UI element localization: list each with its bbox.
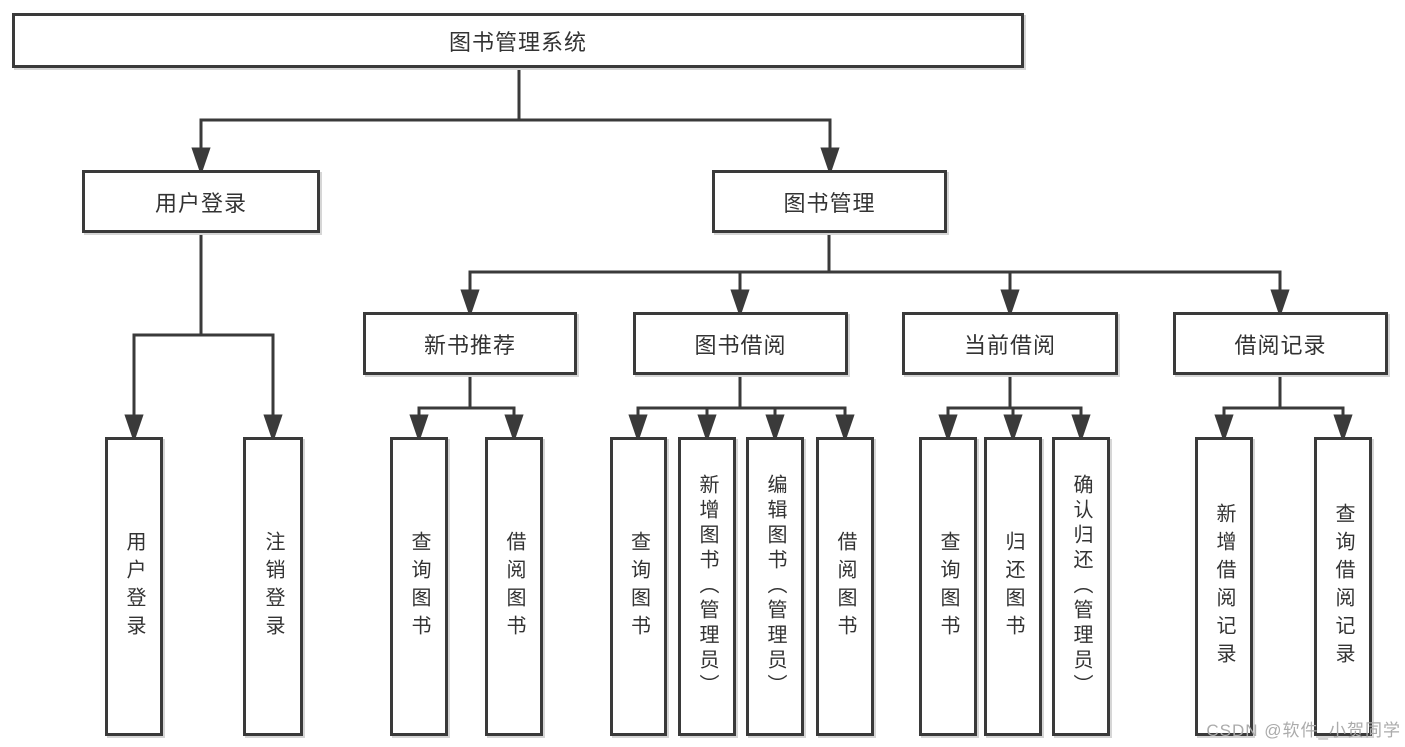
leaf-borrowing-query-books: 查询图书: [610, 437, 667, 736]
node-label: 用户登录: [123, 530, 145, 643]
node-library-management-system: 图书管理系统: [12, 13, 1024, 68]
node-borrowing-records: 借阅记录: [1173, 312, 1388, 375]
node-label: 图书管理: [783, 190, 876, 216]
leaf-records-query-borrow-record: 查询借阅记录: [1314, 437, 1372, 736]
node-label: 注销登录: [262, 530, 284, 643]
leaf-recommend-query-books: 查询图书: [390, 437, 448, 736]
node-label: 借阅图书: [503, 530, 525, 643]
leaf-current-query-books: 查询图书: [919, 437, 977, 736]
node-label: 归还图书: [1002, 530, 1024, 643]
node-user-login: 用户登录: [82, 170, 320, 233]
node-label: 当前借阅: [963, 332, 1056, 358]
node-label: 查询图书: [937, 530, 959, 643]
node-label: 图书借阅: [694, 332, 787, 358]
node-label: 借阅记录: [1234, 332, 1327, 358]
leaf-borrowing-borrow-books: 借阅图书: [816, 437, 874, 736]
leaf-current-return-books: 归还图书: [984, 437, 1042, 736]
leaf-current-confirm-return-admin: 确认归还（管理员）: [1052, 437, 1110, 736]
node-label: 确认归还（管理员）: [1070, 474, 1092, 699]
leaf-recommend-borrow-books: 借阅图书: [485, 437, 543, 736]
node-label: 查询图书: [408, 530, 430, 643]
leaf-logout: 注销登录: [243, 437, 303, 736]
node-label: 新增借阅记录: [1213, 502, 1235, 671]
leaf-borrowing-edit-books-admin: 编辑图书（管理员）: [746, 437, 804, 736]
leaf-user-login: 用户登录: [105, 437, 163, 736]
node-label: 编辑图书（管理员）: [764, 474, 786, 699]
node-label: 借阅图书: [834, 530, 856, 643]
node-book-borrowing: 图书借阅: [633, 312, 848, 375]
node-label: 图书管理系统: [448, 29, 587, 55]
node-new-book-recommendation: 新书推荐: [363, 312, 577, 375]
node-book-management: 图书管理: [712, 170, 947, 233]
leaf-borrowing-add-books-admin: 新增图书（管理员）: [678, 437, 736, 736]
node-current-borrowing: 当前借阅: [902, 312, 1118, 375]
leaf-records-add-borrow-record: 新增借阅记录: [1195, 437, 1253, 736]
csdn-watermark: CSDN @软件_小贺同学: [1206, 721, 1401, 740]
node-label: 用户登录: [154, 190, 247, 216]
node-label: 新增图书（管理员）: [696, 474, 718, 699]
node-label: 查询借阅记录: [1332, 502, 1354, 671]
node-label: 新书推荐: [423, 332, 516, 358]
node-label: 查询图书: [627, 530, 650, 643]
